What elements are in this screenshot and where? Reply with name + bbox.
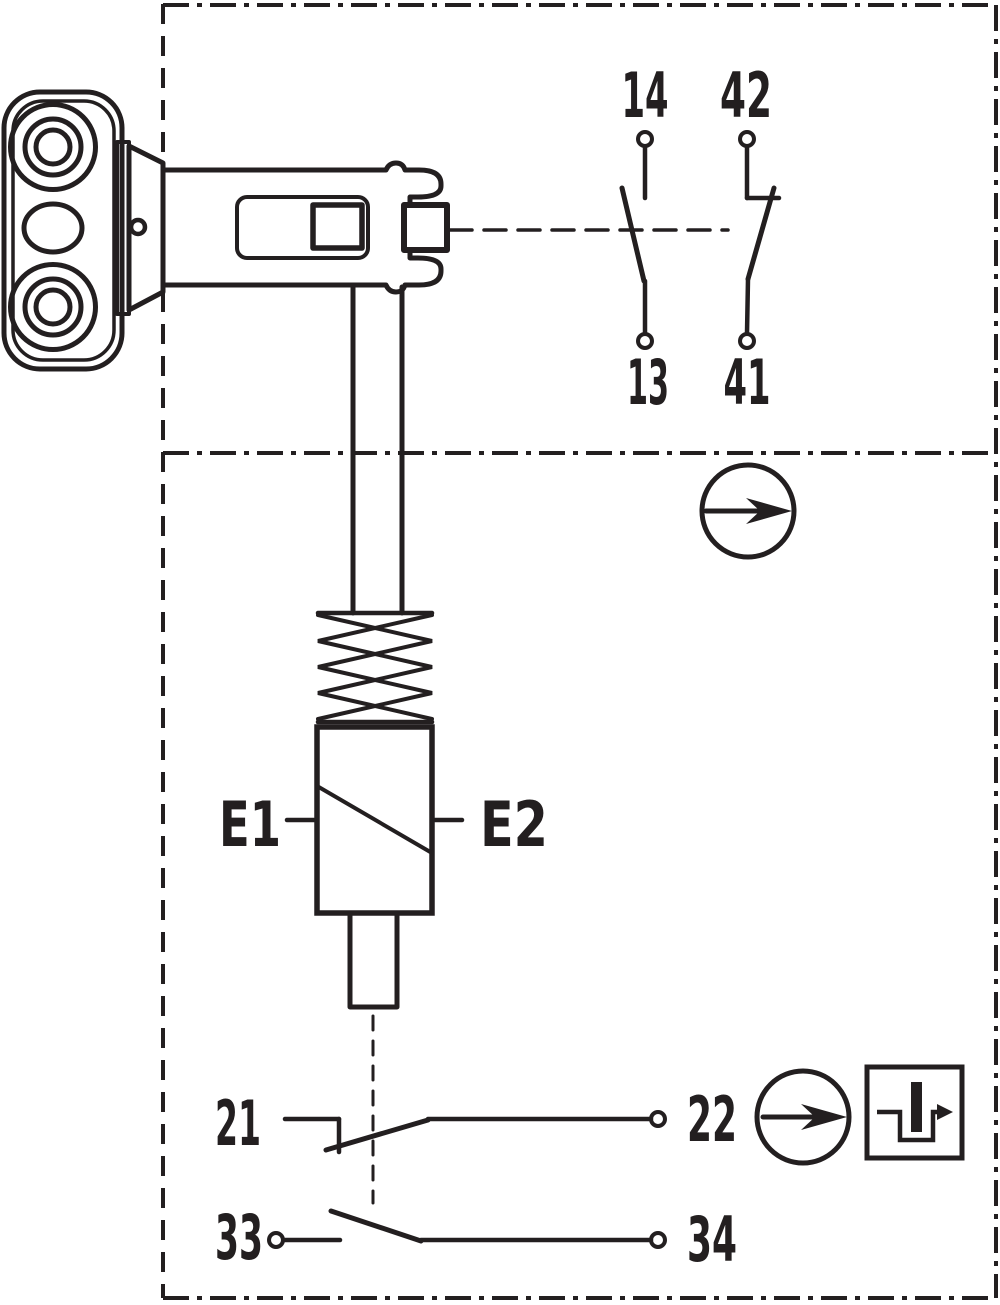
travel-diagram-plunger-bar xyxy=(911,1082,922,1132)
terminal-circle-41 xyxy=(738,332,756,350)
lever-cam-block xyxy=(310,202,365,251)
actuation-direction-icon-head xyxy=(699,462,797,560)
spring-icon xyxy=(315,610,435,725)
lever-bottom-contour xyxy=(160,247,444,295)
aux-contact-21-22 xyxy=(282,1110,667,1155)
signal-contact-33-34 xyxy=(267,1208,667,1249)
head-contact-block xyxy=(619,130,782,350)
terminal-label-21: 21 xyxy=(215,1087,261,1160)
terminal-label-13: 13 xyxy=(627,346,669,419)
contact-blade-21-22 xyxy=(323,1117,431,1153)
actuator-entry-funnel xyxy=(126,143,166,313)
travel-diagram-icon xyxy=(864,1064,965,1161)
solenoid-terminal-E1-label: E1 xyxy=(219,788,281,861)
lever-roller-follower xyxy=(401,202,450,253)
actuator-roller-top-icon xyxy=(8,102,98,192)
actuator-pivot-dot xyxy=(128,217,148,237)
solenoid-coil xyxy=(284,724,465,916)
actuator-key xyxy=(1,89,166,372)
contact-blade-41-42 xyxy=(745,185,777,282)
enclosure-frame xyxy=(161,3,998,1300)
actuator-body-inner-contour xyxy=(11,99,116,362)
terminal-circle-14 xyxy=(636,130,654,148)
no-contact-13-14 xyxy=(619,130,654,350)
terminal-label-33: 33 xyxy=(215,1201,263,1274)
terminal-label-42: 42 xyxy=(720,59,772,132)
locking-mechanism xyxy=(284,282,465,1205)
nc-contact-41-42 xyxy=(738,130,782,350)
terminal-circle-42 xyxy=(738,130,756,148)
terminal-circle-34 xyxy=(649,1231,667,1249)
lever-top-contour xyxy=(160,160,444,208)
actuator-roller-bottom-icon xyxy=(8,262,98,352)
solenoid-diagonal xyxy=(315,784,434,855)
solenoid-box xyxy=(314,724,435,916)
terminal-circle-13 xyxy=(636,332,654,350)
terminal-label-34: 34 xyxy=(687,1203,737,1276)
terminal-label-22: 22 xyxy=(687,1083,737,1156)
terminal-circle-33 xyxy=(267,1231,285,1249)
terminal-circle-22 xyxy=(649,1110,667,1128)
travel-diagram-notch-path xyxy=(877,1109,941,1143)
actuator-center-slot-icon xyxy=(21,201,85,255)
lever-slot-outline xyxy=(235,195,370,260)
solenoid-plunger xyxy=(347,910,400,1010)
actuation-direction-icon-contacts xyxy=(754,1068,852,1166)
terminal-label-14: 14 xyxy=(622,59,669,132)
contact-blade-13-14 xyxy=(619,185,647,284)
travel-diagram-arrowhead xyxy=(937,1104,953,1120)
terminal-label-41: 41 xyxy=(724,346,771,419)
solenoid-terminal-E2-label: E2 xyxy=(480,788,548,861)
actuator-body-outline xyxy=(1,89,125,372)
switch-lever xyxy=(160,160,730,295)
contact-blade-33-34 xyxy=(328,1208,424,1244)
